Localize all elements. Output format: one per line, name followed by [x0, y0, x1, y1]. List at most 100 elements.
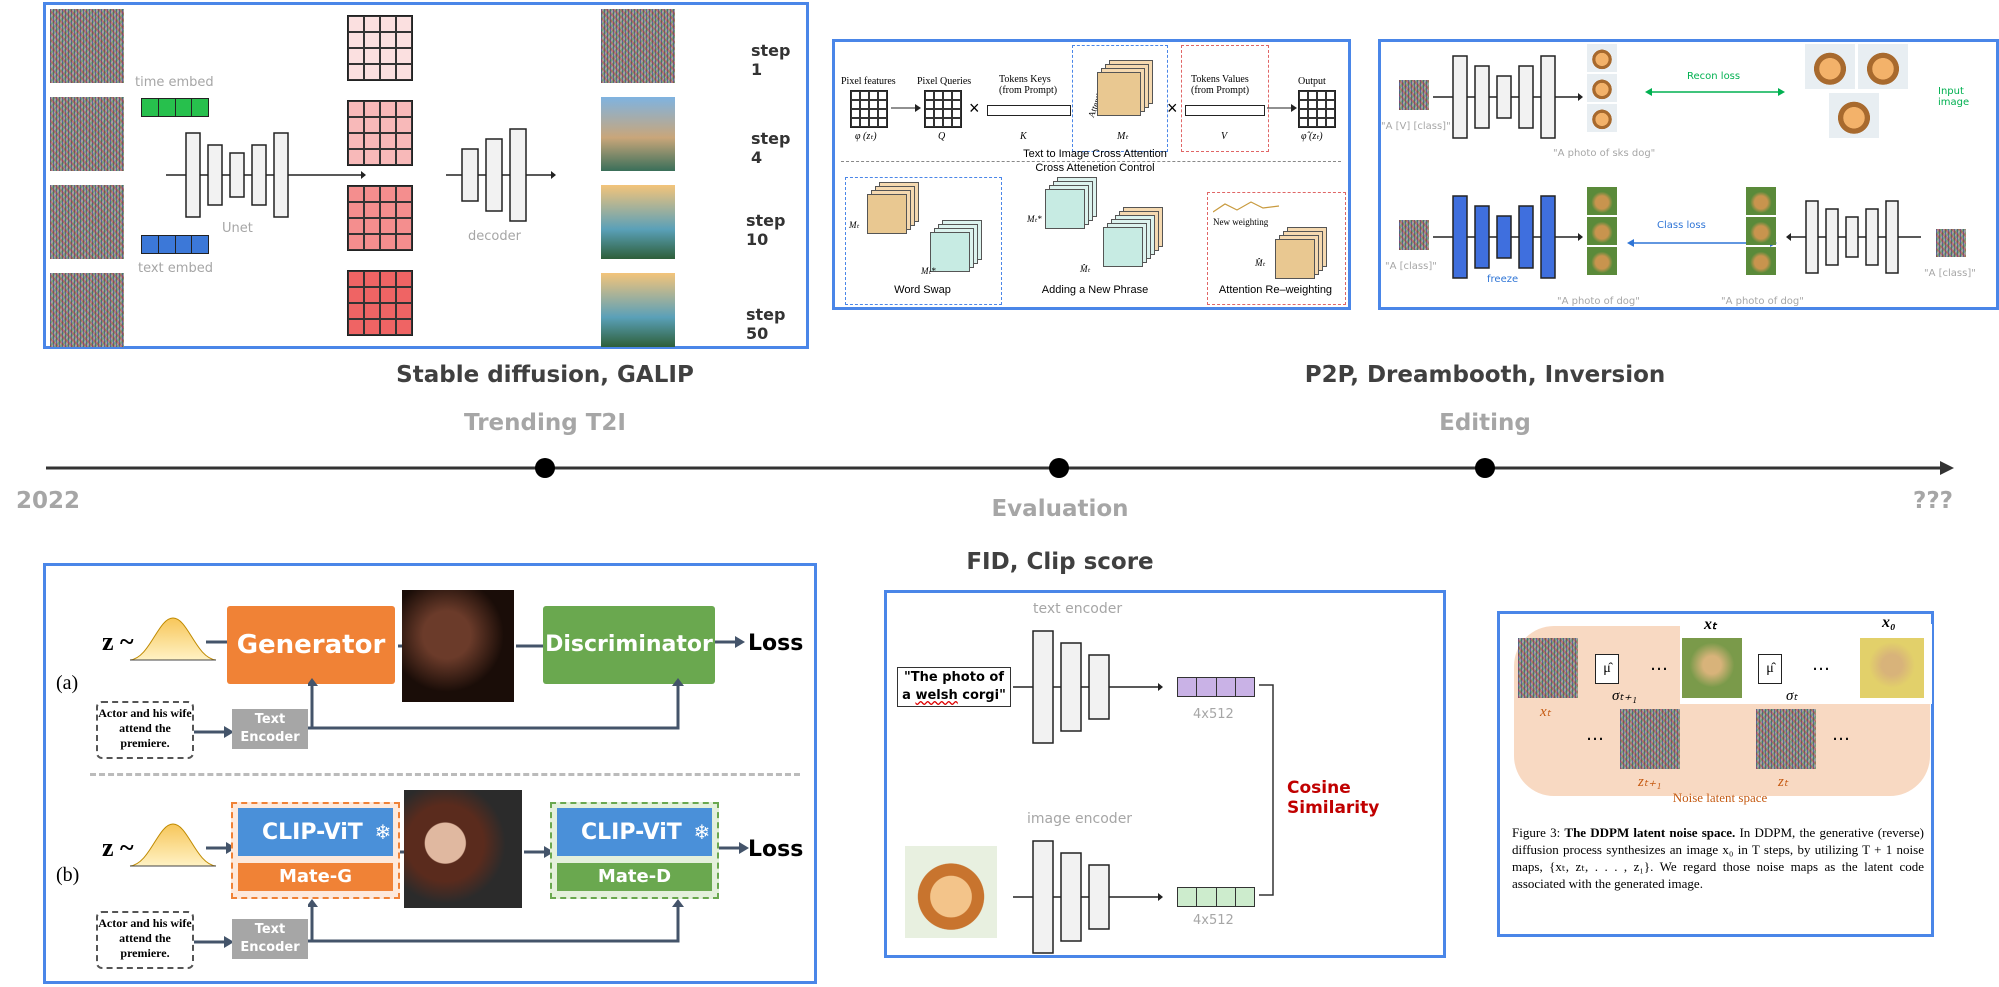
image-encoder-label: image encoder: [1027, 811, 1133, 827]
encoder-branches-b: [308, 899, 684, 943]
text-encoder-net: [1013, 630, 1163, 744]
arrow-img-d-b: [524, 846, 554, 858]
dim-bottom-label: 4x512: [1193, 913, 1234, 928]
tokens-keys-bar: [987, 105, 1071, 116]
text-embed-vector: [141, 235, 209, 254]
xt-image: [1682, 638, 1742, 698]
reweighting-box: [1207, 192, 1346, 305]
dots-1: …: [1650, 654, 1668, 675]
db-noise-right: [1936, 229, 1966, 257]
db-gen-dog-1: [1587, 44, 1617, 72]
similarity-bracket: [1259, 684, 1274, 896]
db-gen-dog-2: [1587, 74, 1617, 102]
output-image-step1: [601, 9, 675, 83]
caption-bold: The DDPM latent noise space.: [1564, 825, 1736, 840]
stable-diffusion-panel: time embed text embed Unet decoder: [43, 2, 809, 349]
milestone-3-dot: [1475, 458, 1495, 478]
prompt-line-2: a welsh corgi": [902, 688, 1006, 703]
latent-grid-1: [347, 15, 413, 81]
arrow-caption-encoder-b: [194, 936, 234, 948]
generated-image-b: [404, 790, 522, 908]
encoder-branches-a: [308, 678, 684, 730]
db-class-ref-1: [1746, 187, 1776, 215]
cross-attention-title: Text to Image Cross Attention: [1023, 148, 1167, 160]
word-swap-mtstar-label: Mₜ*: [921, 266, 936, 276]
mt-label: Mₜ: [1117, 131, 1129, 142]
adding-phrase-mtstar-label: Mₜ*: [1027, 214, 1042, 224]
timeline-start-label: 2022: [16, 488, 81, 514]
word-swap-box: [845, 177, 1002, 305]
db-prompt-class-right: "A [class]": [1924, 268, 1976, 279]
z-t-noise-image: [1756, 709, 1816, 769]
milestone-2-methods: FID, Clip score: [966, 549, 1154, 575]
milestone-1-dot: [535, 458, 555, 478]
q-label: Q: [938, 131, 946, 142]
times-symbol-2: ×: [1167, 98, 1178, 118]
prompt-box: "The photo of a welsh corgi": [897, 667, 1011, 707]
control-title: Cross Attenetion Control: [1035, 162, 1155, 174]
sigma-t-label: σₜ: [1786, 688, 1798, 704]
time-embed-label: time embed: [135, 75, 214, 90]
word-swap-mtstar-stack: [930, 220, 990, 280]
mu-box-1: μ̂: [1595, 654, 1619, 684]
arrow-values-output: [1267, 104, 1297, 112]
adding-phrase-mixed-stack: [1095, 207, 1175, 277]
ddpm-panel: xₜ μ̂ σₜ₊₁ … xₜ μ̂ σₜ … x₀ … zₜ₊₁ zₜ … N…: [1497, 611, 1934, 937]
recon-loss-arrow: [1645, 88, 1785, 96]
generator-block: Generator: [227, 606, 395, 684]
output-image-step10: [601, 185, 675, 259]
noise-image-4: [50, 273, 124, 347]
image-feature-vector: [1177, 887, 1255, 907]
time-embed-vector: [141, 98, 209, 117]
text-encoder-label: text encoder: [1033, 601, 1123, 617]
from-prompt-label-2: (from Prompt): [1191, 85, 1250, 96]
x0-top-label: x₀: [1882, 614, 1896, 631]
dots-2: …: [1812, 654, 1830, 675]
tokens-values-label: Tokens Values: [1191, 74, 1249, 85]
db-class-gen-1: [1587, 187, 1617, 215]
dots-3: …: [1586, 724, 1604, 745]
adding-phrase-mthat-label: M̂ₜ: [1080, 264, 1091, 274]
galip-panel: z ~ Generator Discriminator Loss (a) Act…: [43, 563, 817, 984]
times-symbol-1: ×: [969, 98, 980, 118]
phi-hat-label: φ̂ (zₜ): [1301, 131, 1323, 142]
word-swap-label: Word Swap: [894, 284, 951, 296]
clip-vit-g-label: CLIP-ViT: [262, 820, 363, 845]
pixel-queries-grid: [924, 90, 962, 128]
text-encoder-a: Text Encoder: [232, 709, 308, 749]
loss-label-b: Loss: [748, 837, 804, 862]
db-unet-frozen: [1433, 195, 1583, 279]
caption-figure-label: Figure 3:: [1512, 825, 1561, 840]
db-photo-dog-1: "A photo of dog": [1557, 296, 1640, 307]
z-tilde-a: z ~: [102, 627, 134, 656]
mate-g-block: Mate-G: [238, 863, 393, 891]
z-tilde-b: z ~: [102, 833, 134, 862]
output-image-step4: [601, 97, 675, 171]
adding-phrase-label: Adding a New Phrase: [1041, 284, 1149, 296]
arrow-caption-encoder-a: [194, 726, 234, 738]
p2p-panel: Pixel features φ (zₜ) Pixel Queries Q × …: [832, 39, 1351, 310]
cosine-similarity-label: Cosine Similarity: [1287, 778, 1380, 818]
caption-box-b: Actor and his wife attend the premiere.: [96, 911, 194, 969]
tokens-keys-label: Tokens Keys: [999, 74, 1051, 85]
db-gen-dog-3: [1587, 104, 1617, 132]
text-embed-label: text embed: [138, 261, 213, 276]
pixel-features-grid: [850, 90, 888, 128]
noise-latent-label: Noise latent space: [1672, 790, 1768, 805]
noise-image-3: [50, 185, 124, 259]
pixel-features-label: Pixel features: [841, 76, 896, 87]
dreambooth-panel: "A [V] [class]" "A photo of sks dog" Rec…: [1378, 39, 1999, 310]
gaussian-icon-a: [129, 617, 217, 661]
phi-zt-label: φ (zₜ): [855, 131, 877, 142]
z-t1-noise-image: [1620, 709, 1680, 769]
image-encoder-net: [1013, 840, 1163, 954]
word-swap-mt-stack: [867, 182, 927, 242]
ddpm-caption: Figure 3: The DDPM latent noise space. I…: [1512, 824, 1924, 892]
discriminator-block: Discriminator: [543, 606, 715, 684]
reweighting-label: Attention Re–weighting: [1218, 284, 1333, 296]
unet-label: Unet: [222, 221, 253, 236]
noise-image-2: [50, 97, 124, 171]
pixel-queries-label: Pixel Queries: [917, 76, 972, 87]
noise-image-1: [50, 9, 124, 83]
db-noise-bottom: [1399, 220, 1429, 250]
